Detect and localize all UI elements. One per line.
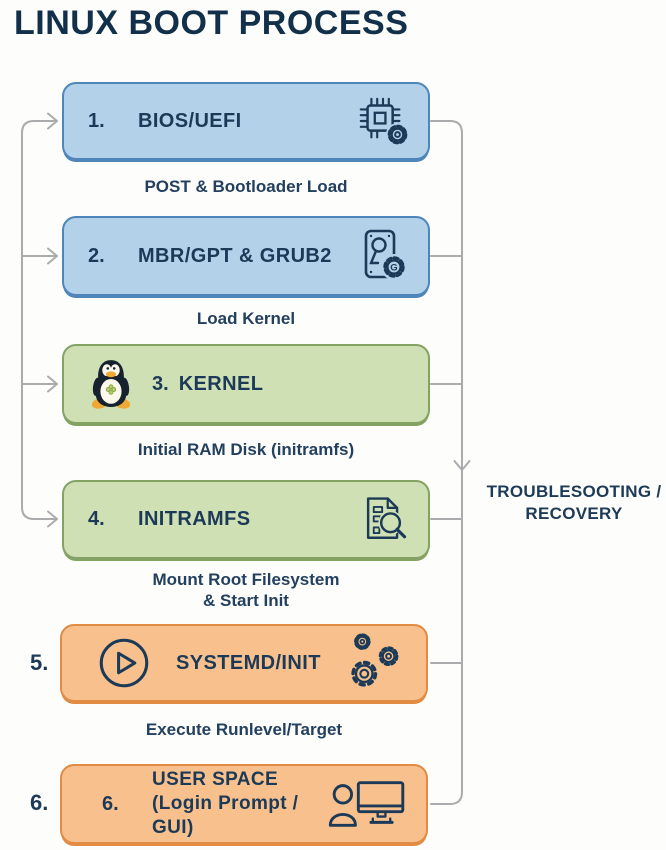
step6-outer-number: 6. — [30, 790, 49, 815]
step-label: USER SPACE — [152, 769, 279, 791]
step-label: SYSTEMD/INIT — [176, 651, 321, 674]
right-rail-line — [430, 120, 463, 805]
tux-penguin-icon — [88, 358, 134, 410]
step-caption-systemd: Execute Runlevel/Target — [145, 720, 343, 739]
step-label: INITRAMFS — [138, 508, 251, 530]
step-number: 4. — [88, 508, 105, 530]
arrowhead-troubleshooting — [453, 460, 471, 471]
step5-outer-number: 5. — [30, 650, 49, 675]
play-icon — [98, 637, 150, 689]
hard-drive-grub-gear-icon: G — [352, 226, 412, 286]
gear-letter: G — [390, 263, 397, 274]
troubleshooting-recovery-label: TROUBLESOOTING / RECOVERY — [486, 482, 662, 524]
left-rail-line — [21, 120, 56, 520]
arrowhead-step3 — [47, 375, 58, 393]
step-label: MBR/GPT & GRUB2 — [138, 244, 332, 267]
step-box-initramfs: 4. INITRAMFS — [62, 480, 430, 559]
step-caption-kernel: Initial RAM Disk (initramfs) — [137, 440, 355, 459]
step-sublabel: (Login Prompt / GUI) — [152, 793, 299, 838]
step-box-kernel: 3. KERNEL — [62, 344, 430, 424]
document-magnifier-icon — [356, 492, 412, 548]
gears-icon — [338, 627, 410, 699]
arrowhead-step2 — [47, 247, 58, 265]
step-label: KERNEL — [178, 372, 264, 395]
step-box-mbr-grub: 2. MBR/GPT & GRUB2 G — [62, 216, 430, 296]
step-label-block: USER SPACE (Login Prompt / GUI) — [152, 768, 326, 839]
user-monitor-icon — [326, 775, 410, 833]
cpu-chip-gear-icon — [354, 92, 412, 150]
step-number: 2. — [88, 244, 105, 267]
step-box-bios-uefi: 1. BIOS/UEFI — [62, 82, 430, 160]
arrowhead-step4 — [47, 510, 58, 528]
arrowhead-step1 — [47, 112, 58, 130]
step-caption-grub: Load Kernel — [196, 309, 296, 328]
step-number: 1. — [88, 109, 105, 132]
step-number: 6. — [102, 792, 119, 815]
step-number: 3. — [152, 372, 169, 395]
step-box-systemd: SYSTEMD/INIT — [60, 624, 428, 702]
step-caption-bios: POST & Bootloader Load — [144, 177, 348, 196]
page-title: LINUX BOOT PROCESS — [14, 4, 409, 42]
step-caption-initramfs: Mount Root Filesystem & Start Init — [152, 570, 340, 610]
step-label: BIOS/UEFI — [138, 109, 242, 132]
step-box-user-space: 6. USER SPACE (Login Prompt / GUI) — [60, 764, 428, 844]
